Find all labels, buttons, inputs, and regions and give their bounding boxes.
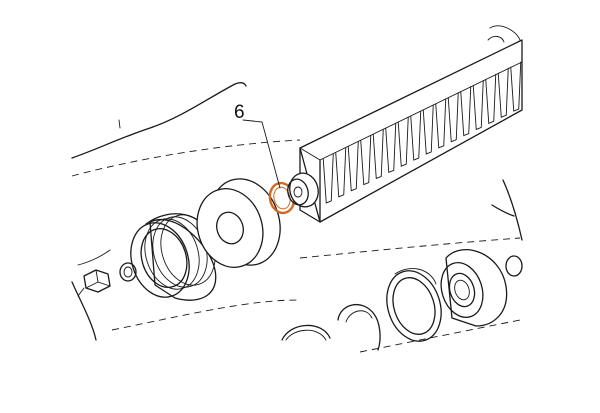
- rack-tooth: [372, 128, 384, 180]
- toothed-rack-bar: [299, 39, 523, 223]
- rack-tooth: [360, 135, 372, 186]
- rack-tooth: [485, 73, 497, 124]
- small-o-ring: [505, 255, 523, 277]
- rack-tooth: [497, 67, 509, 118]
- rack-tooth: [385, 122, 397, 173]
- callout-6: 6: [234, 102, 281, 189]
- bearing-cup: [440, 249, 508, 327]
- rack-tooth: [397, 116, 409, 167]
- lower-seal-set: [281, 268, 442, 351]
- grooved-piston-ring: [130, 213, 217, 301]
- rack-tooth: [410, 110, 422, 161]
- rack-tooth: [422, 104, 434, 155]
- piston-disk: [196, 178, 281, 268]
- hex-bolt: [77, 269, 111, 297]
- rack-tooth: [447, 92, 459, 143]
- callout-number: 6: [234, 102, 245, 123]
- rack-tooth: [435, 98, 447, 149]
- rack-tooth: [510, 61, 522, 112]
- rack-shaft-end: [287, 172, 319, 208]
- rack-tooth: [347, 141, 359, 192]
- rack-teeth: [322, 61, 522, 204]
- small-washer: [119, 262, 137, 282]
- housing-outline-left: [71, 82, 301, 341]
- housing-outline-right: [299, 25, 523, 353]
- rack-tooth: [460, 86, 472, 137]
- rack-tooth: [472, 79, 484, 131]
- rack-tooth: [335, 147, 347, 198]
- rack-tooth: [322, 153, 334, 204]
